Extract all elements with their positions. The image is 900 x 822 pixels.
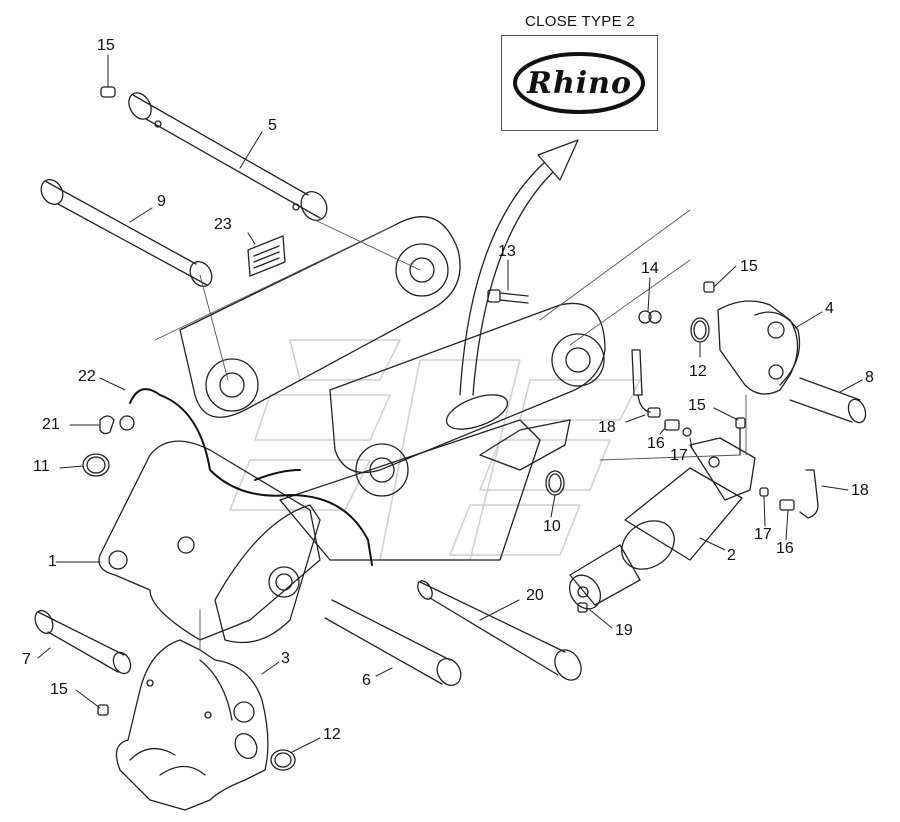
circlip-12b bbox=[270, 749, 296, 771]
callout-15d: 15 bbox=[50, 681, 68, 698]
circlip-11 bbox=[82, 453, 110, 477]
clip-21 bbox=[99, 415, 115, 435]
callout-10: 10 bbox=[543, 518, 561, 535]
callout-16a: 16 bbox=[647, 435, 665, 452]
callout-17b: 17 bbox=[754, 526, 772, 543]
callout-13: 13 bbox=[498, 243, 516, 260]
callout-15b: 15 bbox=[740, 258, 758, 275]
pin-5 bbox=[128, 92, 328, 221]
watermark bbox=[229, 339, 641, 561]
cylinder-2 bbox=[568, 437, 819, 610]
hose-18a bbox=[631, 349, 692, 437]
callout-11: 11 bbox=[33, 458, 50, 475]
callout-18b: 18 bbox=[851, 482, 869, 499]
callout-15c: 15 bbox=[688, 397, 706, 414]
pin-6 bbox=[324, 599, 462, 686]
bolt-13 bbox=[487, 289, 529, 304]
callout-4: 4 bbox=[825, 300, 834, 317]
inset-box: Rhino bbox=[501, 35, 658, 131]
callout-7: 7 bbox=[22, 651, 31, 668]
callout-21: 21 bbox=[42, 416, 60, 433]
callout-15a: 15 bbox=[97, 37, 115, 54]
callout-2: 2 bbox=[727, 547, 736, 564]
lock-lever-4 bbox=[703, 281, 801, 395]
callout-16b: 16 bbox=[776, 540, 794, 557]
hook-jaw-3 bbox=[97, 639, 269, 811]
callout-6: 6 bbox=[362, 672, 371, 689]
callout-12b: 12 bbox=[323, 726, 341, 743]
grease-nipple-15c bbox=[735, 417, 746, 456]
callout-17a: 17 bbox=[670, 447, 688, 464]
rhino-logo: Rhino bbox=[527, 65, 632, 101]
callout-3: 3 bbox=[281, 650, 290, 667]
callout-arrow bbox=[459, 139, 579, 396]
circlip-10 bbox=[545, 470, 565, 496]
callout-9: 9 bbox=[157, 193, 166, 210]
callout-19: 19 bbox=[615, 622, 633, 639]
leader-lines bbox=[37, 54, 863, 753]
assembly-lines bbox=[154, 209, 747, 651]
pin-20 bbox=[417, 580, 582, 681]
label-plate-23 bbox=[247, 235, 286, 277]
grease-nipple-15a bbox=[100, 86, 116, 98]
circlip-12a bbox=[690, 317, 710, 343]
cable-ring-22 bbox=[119, 415, 135, 431]
washers-14 bbox=[638, 310, 662, 324]
pin-8 bbox=[789, 377, 867, 424]
callout-8: 8 bbox=[865, 369, 874, 386]
callout-23: 23 bbox=[214, 216, 232, 233]
callout-1: 1 bbox=[48, 553, 57, 570]
pin-7 bbox=[34, 609, 132, 675]
logo-oval bbox=[513, 52, 645, 114]
callout-18a: 18 bbox=[598, 419, 616, 436]
pin-9 bbox=[40, 179, 213, 287]
cable-22 bbox=[129, 388, 373, 566]
callout-22: 22 bbox=[78, 368, 96, 385]
main-frame-1 bbox=[98, 216, 606, 644]
callout-20: 20 bbox=[526, 587, 544, 604]
callout-14: 14 bbox=[641, 260, 659, 277]
callout-5: 5 bbox=[268, 117, 277, 134]
inset-title: CLOSE TYPE 2 bbox=[524, 13, 636, 30]
grease-nipple-19 bbox=[577, 602, 588, 613]
callout-12a: 12 bbox=[689, 363, 707, 380]
